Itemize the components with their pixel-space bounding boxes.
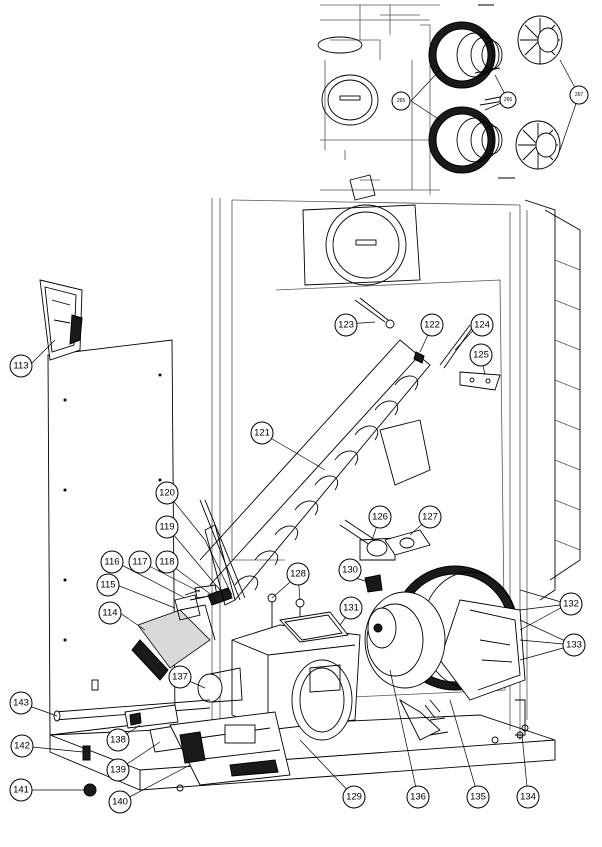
part-129-burnpot (231, 624, 361, 741)
callout-124: 124 (470, 313, 494, 337)
callout-130: 130 (338, 558, 362, 582)
callout-126: 126 (368, 505, 392, 529)
svg-text:118: 118 (159, 557, 174, 568)
svg-text:133: 133 (566, 640, 582, 651)
svg-text:131: 131 (343, 603, 359, 614)
svg-text:130: 130 (342, 565, 358, 576)
part-123-pin (354, 297, 389, 323)
svg-text:132: 132 (563, 599, 579, 610)
callout-139: 139 (106, 758, 130, 782)
callout-134: 134 (516, 785, 540, 809)
svg-text:123: 123 (338, 320, 354, 331)
part-138-fuse (124, 704, 179, 729)
svg-text:143: 143 (13, 698, 29, 709)
svg-text:142: 142 (14, 741, 30, 752)
svg-text:267: 267 (575, 92, 584, 98)
callout-119: 119 (155, 515, 179, 539)
callout-123: 123 (334, 313, 358, 337)
part-124-rod (439, 324, 473, 369)
part-130-switch (364, 574, 383, 593)
svg-text:120: 120 (159, 488, 175, 499)
callout-125: 125 (469, 343, 493, 367)
part-127-gasket (384, 529, 431, 556)
part-141-knob (83, 783, 97, 797)
svg-text:117: 117 (132, 557, 147, 568)
svg-text:137: 137 (172, 672, 188, 683)
callout-117: 117 (128, 550, 152, 574)
part-114-gearmotor (131, 604, 216, 681)
svg-text:122: 122 (424, 320, 440, 331)
part-131-combustion-chamber (279, 611, 349, 643)
svg-text:134: 134 (520, 792, 536, 803)
callout-133: 133 (562, 633, 586, 657)
fan-housing-upper (428, 21, 503, 89)
callout-138: 138 (106, 728, 130, 752)
inset-callout-267: 267 (569, 85, 589, 105)
part-135-fan-motor (364, 591, 446, 689)
svg-text:115: 115 (100, 580, 115, 591)
part-142-switch (82, 745, 91, 761)
svg-text:139: 139 (110, 765, 126, 776)
part-140-control-board (169, 711, 291, 786)
svg-text:141: 141 (13, 785, 29, 796)
inset-callout-266: 266 (499, 91, 517, 109)
callout-140: 140 (108, 790, 132, 814)
svg-text:125: 125 (473, 350, 489, 361)
part-120-screws (199, 499, 246, 601)
callout-121: 121 (250, 421, 274, 445)
callout-135: 135 (466, 785, 490, 809)
svg-text:119: 119 (159, 522, 174, 533)
callout-137: 137 (168, 665, 192, 689)
fan-housing-lower (428, 106, 503, 174)
svg-text:138: 138 (110, 735, 126, 746)
callout-143: 143 (9, 691, 33, 715)
callout-136: 136 (406, 785, 430, 809)
svg-text:266: 266 (504, 97, 513, 103)
part-136-gasket (424, 699, 441, 719)
svg-text:140: 140 (112, 797, 128, 808)
svg-text:121: 121 (254, 428, 270, 439)
part-137-igniter-holder (197, 667, 243, 703)
inset-detail: 265 266 267 (317, 0, 602, 198)
part-133-fan-cover (439, 599, 526, 701)
svg-text:128: 128 (290, 569, 306, 580)
part-122-nut (413, 351, 425, 364)
fan-impeller-lower (515, 120, 561, 170)
part-113-chute (39, 279, 83, 361)
svg-text:136: 136 (410, 792, 426, 803)
svg-text:265: 265 (397, 98, 406, 104)
svg-text:116: 116 (104, 557, 119, 568)
fan-impeller-upper (517, 15, 563, 65)
part-134-bracket (515, 699, 526, 739)
callout-122: 122 (420, 313, 444, 337)
callout-120: 120 (155, 481, 179, 505)
callout-132: 132 (559, 592, 583, 616)
svg-text:126: 126 (372, 512, 388, 523)
svg-text:135: 135 (470, 792, 486, 803)
part-121-auger (199, 339, 431, 601)
callout-115: 115 (96, 573, 120, 597)
inset-callout-265: 265 (391, 91, 411, 111)
callout-114: 114 (98, 601, 122, 625)
callout-129: 129 (342, 785, 366, 809)
svg-text:113: 113 (13, 361, 28, 372)
part-125-bracket (459, 371, 501, 391)
part-119-bracket (204, 524, 236, 606)
svg-text:127: 127 (422, 512, 438, 523)
callout-116: 116 (100, 550, 124, 574)
callout-127: 127 (418, 505, 442, 529)
part-126-igniter (339, 519, 396, 561)
callout-131: 131 (339, 596, 363, 620)
callout-118: 118 (155, 550, 179, 574)
part-115-spacer (174, 594, 201, 621)
callout-141: 141 (9, 778, 33, 802)
svg-text:124: 124 (474, 320, 490, 331)
callout-142: 142 (10, 734, 34, 758)
callout-113: 113 (9, 354, 33, 378)
callout-128: 128 (286, 562, 310, 586)
svg-text:129: 129 (346, 792, 362, 803)
svg-text:114: 114 (102, 608, 117, 619)
